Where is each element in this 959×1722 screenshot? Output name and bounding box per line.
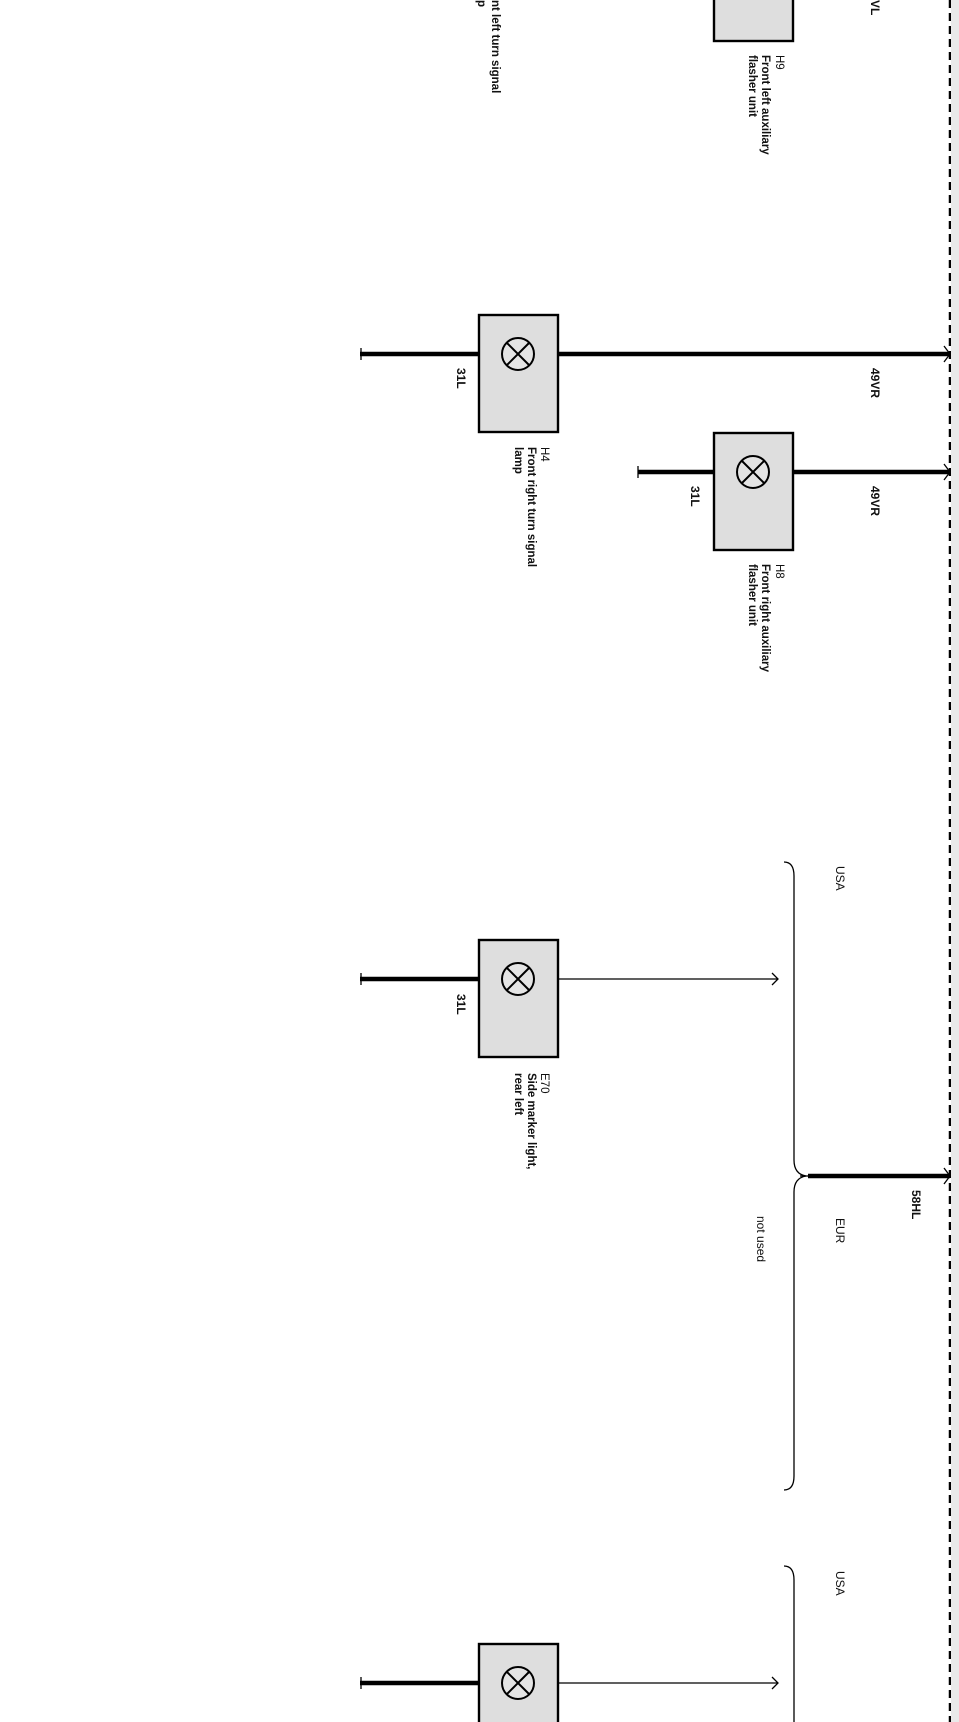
h8-id: H8 xyxy=(773,564,785,579)
component-h9: H9 Front left auxiliary flasher unit xyxy=(712,0,795,155)
boundary-connectors xyxy=(943,345,951,1185)
h8-ground-label: 31L xyxy=(688,486,702,507)
lamp-icon xyxy=(501,962,535,996)
h8-desc-1: Front right auxiliary xyxy=(759,564,771,673)
variant-usa-1-label: USA xyxy=(833,866,847,891)
variant-eur-label: EUR xyxy=(833,1218,847,1244)
h4-supply-label: 49VR xyxy=(868,368,882,398)
h8-supply-label: 49VR xyxy=(868,486,882,516)
h8-box xyxy=(712,431,795,552)
partial-top-desc-1: nt left turn signal xyxy=(489,0,501,93)
variant-eur-note: not used xyxy=(754,1216,768,1262)
h4-desc-1: Front right turn signal xyxy=(525,447,537,567)
e70-box xyxy=(477,938,560,1059)
h4-id: H4 xyxy=(538,447,550,462)
e70-ground-label: 31L xyxy=(454,994,468,1015)
harness-boundary xyxy=(948,0,959,1722)
h9-desc-2: flasher unit xyxy=(746,55,758,117)
lamp-icon xyxy=(736,455,770,489)
h9-id: H9 xyxy=(773,55,785,70)
partial-top-lamp-label: nt left turn signal p xyxy=(475,0,501,93)
h4-box xyxy=(477,313,560,434)
h4-ground-label: 31L xyxy=(454,368,468,389)
circuit-e70: 31L E70 Side marker light, rear left xyxy=(360,938,779,1170)
e70-desc-1: Side marker light, xyxy=(525,1073,537,1170)
e70-id: E70 xyxy=(538,1073,550,1093)
lamp-icon xyxy=(501,1666,535,1700)
e70-desc-2: rear left xyxy=(512,1073,524,1115)
circuit-h8: 31L 49VR H8 Front right auxiliary flashe… xyxy=(637,431,950,673)
h9-desc-1: Front left auxiliary xyxy=(759,55,771,155)
h4-desc-2: lamp xyxy=(512,447,524,474)
partial-top-desc-2: p xyxy=(475,0,487,7)
variant-brace-2: USA xyxy=(783,1565,847,1722)
h8-desc-2: flasher unit xyxy=(746,564,758,626)
variant-usa-2-label: USA xyxy=(833,1571,847,1596)
circuit-bottom-partial xyxy=(360,1642,779,1722)
circuit-h4: 31L 49VR H4 Front right turn signal lamp xyxy=(360,313,950,567)
top-wire-label: VL xyxy=(868,0,882,15)
lamp-icon xyxy=(501,337,535,371)
variant-brace-1: 58HL USA EUR not used xyxy=(754,861,950,1491)
h9-box xyxy=(712,0,795,43)
side-marker-supply-label: 58HL xyxy=(909,1190,923,1219)
